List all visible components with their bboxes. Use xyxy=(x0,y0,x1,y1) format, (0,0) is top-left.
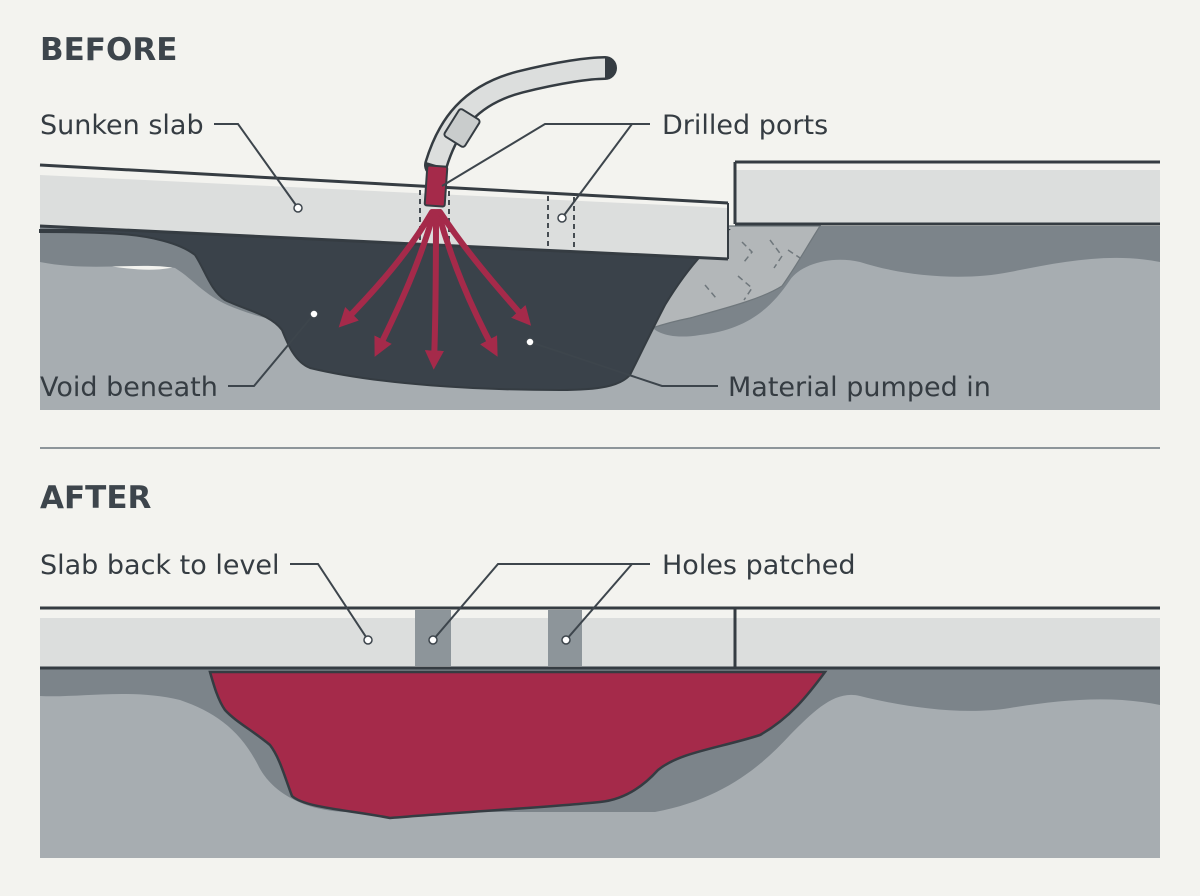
slab-level-leader-dot xyxy=(363,635,373,645)
before-panel: BEFORE xyxy=(39,32,1160,410)
sunken-slab-leader-dot xyxy=(293,203,303,213)
injected-material xyxy=(208,670,828,820)
sunken-slab-top-edge xyxy=(39,163,729,205)
hose-coupling xyxy=(443,108,481,148)
void-beneath-label: Void beneath xyxy=(40,372,218,403)
drilled-ports-leader xyxy=(441,123,650,187)
flow-arrow-3 xyxy=(424,209,445,370)
material-pumped-in-label: Material pumped in xyxy=(728,372,991,403)
void-beneath-leader xyxy=(228,313,315,387)
holes-patched-leader-dot-1 xyxy=(428,635,438,645)
material-pumped-leader xyxy=(529,341,718,387)
sunken-slab-leader xyxy=(214,123,299,209)
sunken-slab-label: Sunken slab xyxy=(40,110,204,141)
drilled-ports-leader-dot xyxy=(557,213,567,223)
drilled-ports-leader-2 xyxy=(561,123,633,219)
drilled-port-1 xyxy=(419,190,450,245)
material-pumped-leader-dot xyxy=(525,337,535,347)
flow-arrow-2 xyxy=(374,209,437,357)
compacted-fill-cracks xyxy=(704,239,801,301)
holes-patched-label: Holes patched xyxy=(662,550,856,581)
after-panel: AFTER Slab back to level Holes patched xyxy=(40,480,1160,858)
level-slab xyxy=(40,618,1160,668)
sunken-slab-bottom-edge xyxy=(39,224,729,261)
holes-patched-leader xyxy=(432,563,650,641)
level-slab-right xyxy=(735,170,1160,224)
flow-arrow-4 xyxy=(435,209,498,357)
injection-nozzle xyxy=(423,164,449,208)
sunken-slab xyxy=(40,175,728,260)
drilled-ports-label: Drilled ports xyxy=(662,110,828,141)
before-heading: BEFORE xyxy=(40,32,177,68)
slab-level-leader xyxy=(290,563,369,641)
holes-patched-leader-2 xyxy=(565,563,633,641)
flow-arrow-5 xyxy=(437,209,532,326)
flow-arrow-1 xyxy=(338,209,435,328)
drilled-port-2 xyxy=(547,196,575,252)
after-heading: AFTER xyxy=(40,480,151,516)
holes-patched-leader-dot-2 xyxy=(561,635,571,645)
slab-back-to-level-label: Slab back to level xyxy=(40,550,280,581)
material-flow-arrows xyxy=(338,209,532,370)
void-beneath-leader-dot xyxy=(309,309,319,319)
